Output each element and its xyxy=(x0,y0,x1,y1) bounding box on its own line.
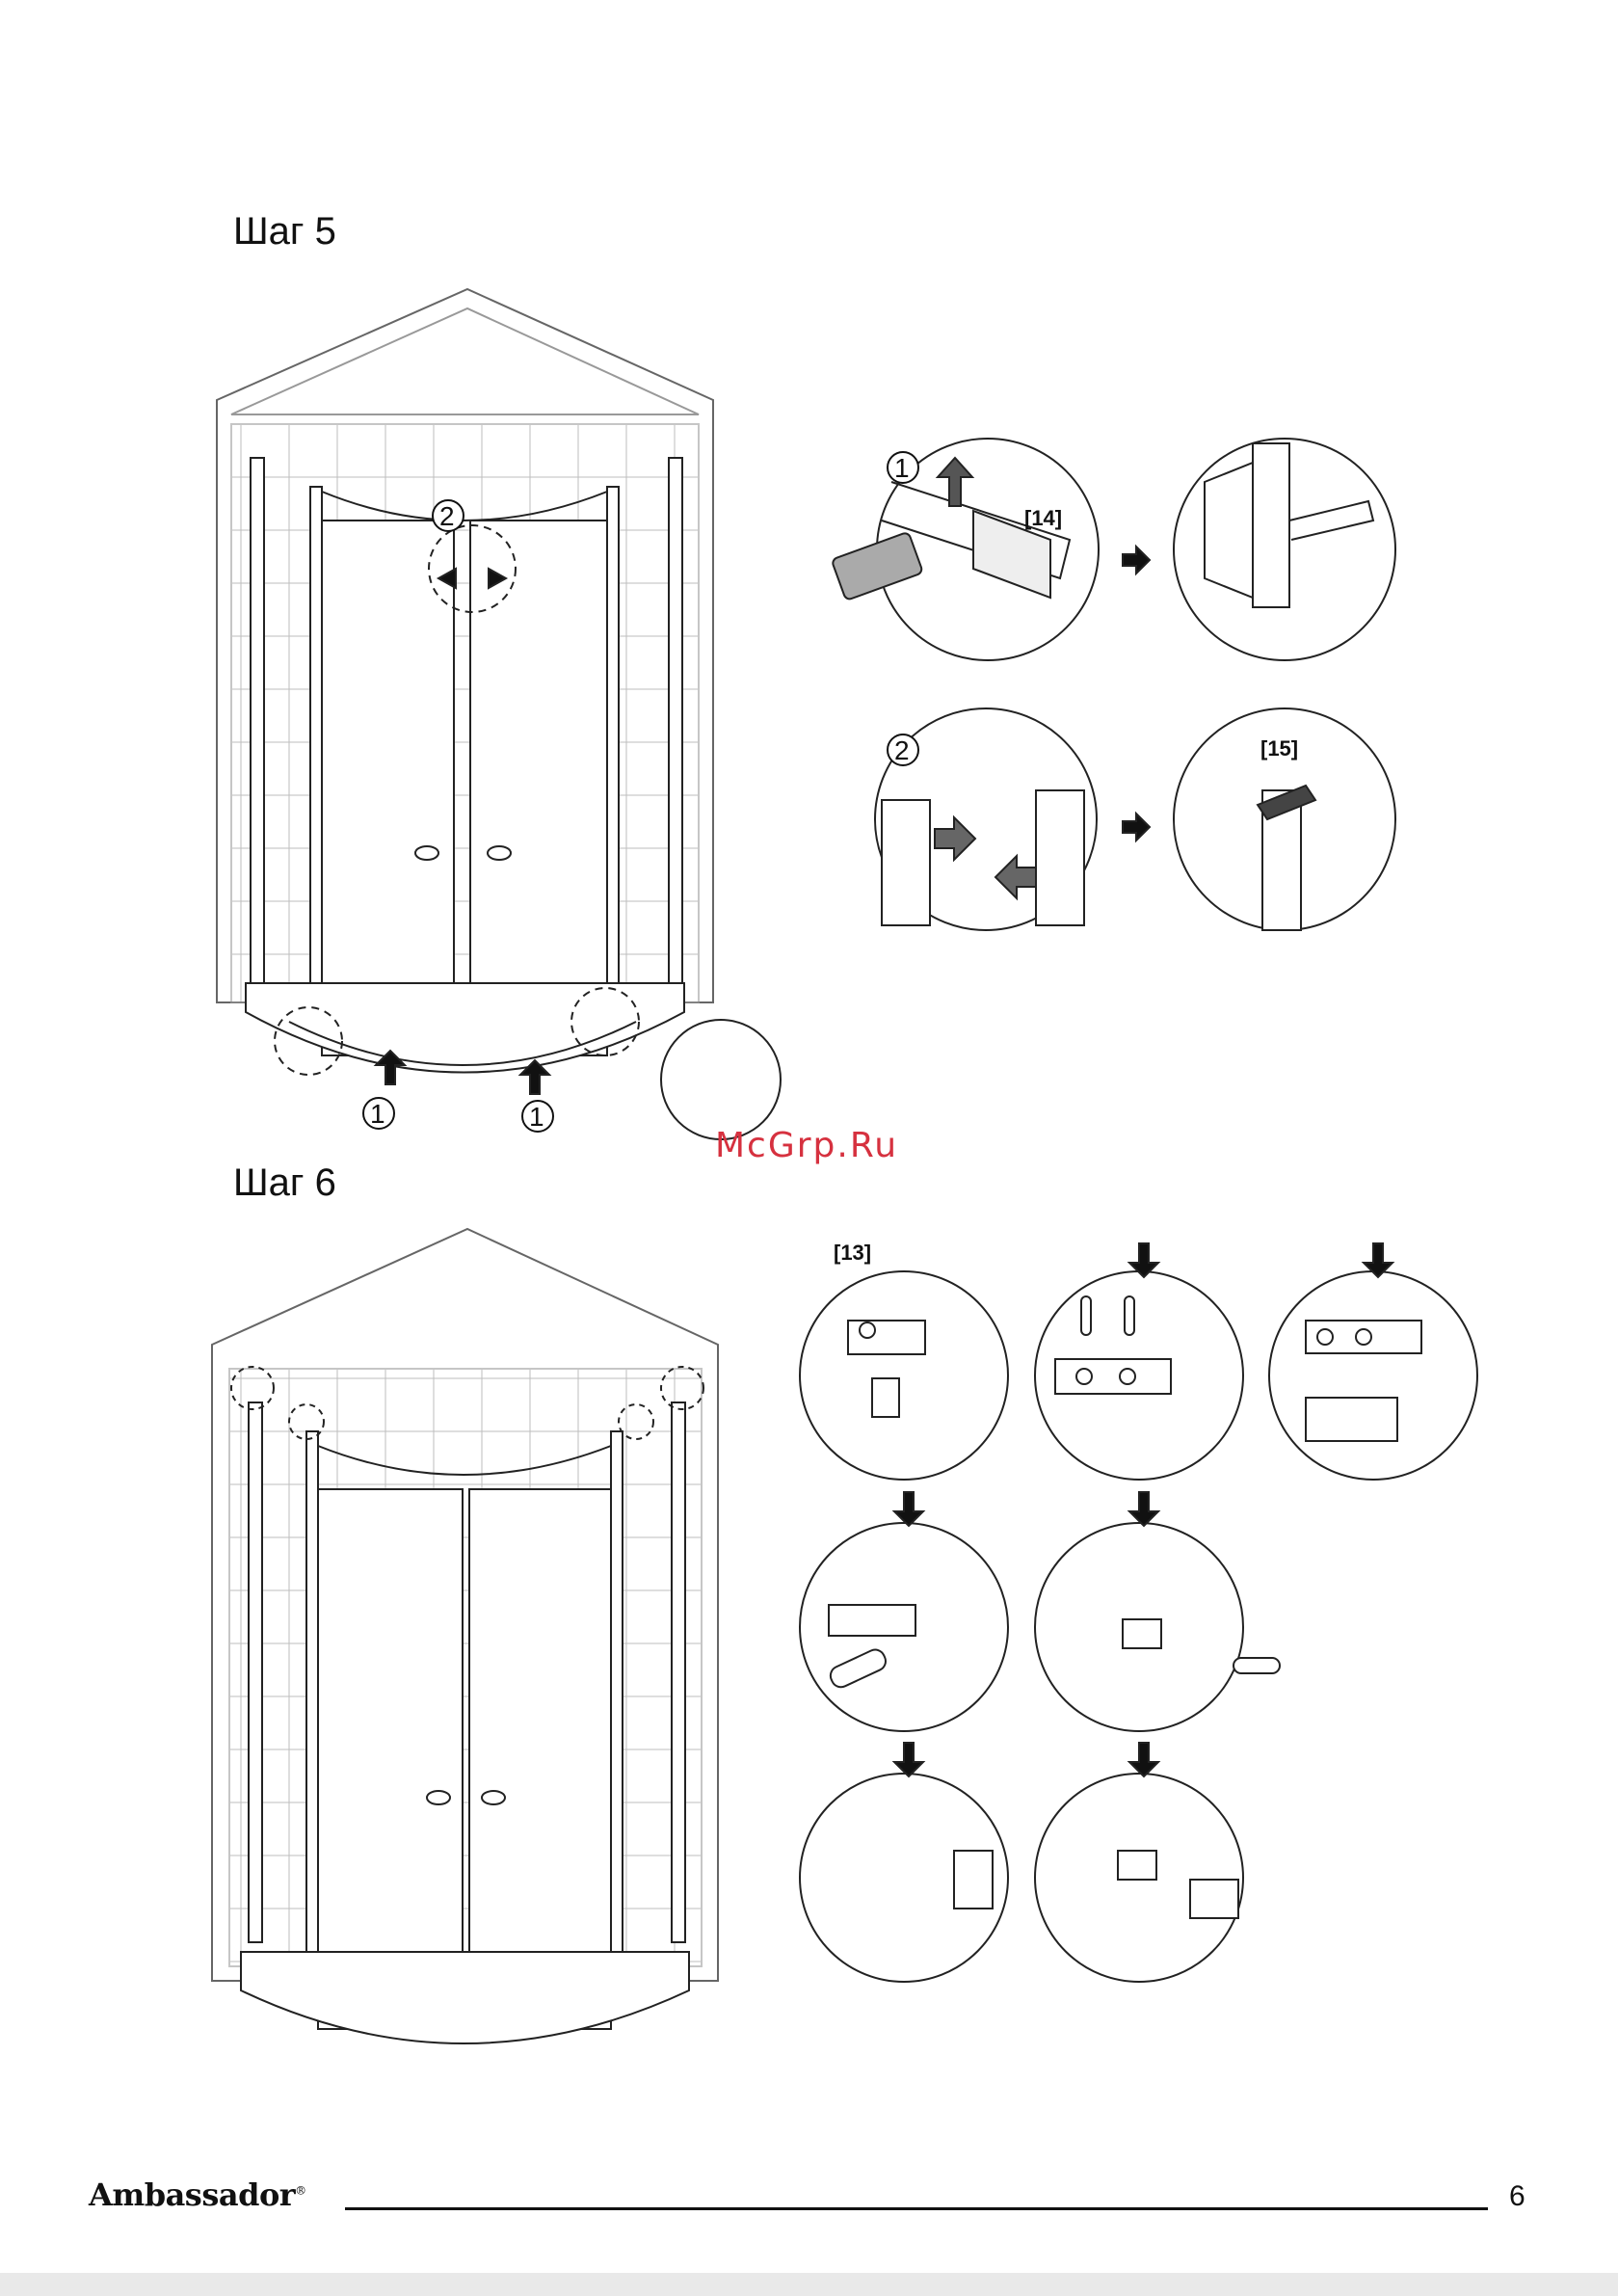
step6-enclosure-drawing xyxy=(212,1229,718,2043)
page-number: 6 xyxy=(1509,2180,1525,2213)
brand-name: Ambassador xyxy=(89,2176,295,2213)
marker-2-label: 2 xyxy=(439,501,455,531)
part-15-label: [15] xyxy=(1260,736,1298,761)
step5-detail-row-2 xyxy=(875,708,1395,930)
marker-1-label-left: 1 xyxy=(370,1099,385,1129)
marker-2-label-detail: 2 xyxy=(894,735,910,765)
part-13-label: [13] xyxy=(834,1241,871,1265)
footer-rule xyxy=(345,2207,1488,2210)
step6-details xyxy=(800,1243,1477,1982)
bottom-band xyxy=(0,2273,1618,2296)
marker-1-label-right: 1 xyxy=(529,1102,544,1132)
brand-logo: Ambassador® xyxy=(89,2176,306,2213)
part-14-label: [14] xyxy=(1024,506,1062,530)
marker-1-label-detail: 1 xyxy=(894,453,910,483)
step5-enclosure-drawing xyxy=(217,289,781,1139)
watermark: McGrp.Ru xyxy=(715,1126,898,1165)
